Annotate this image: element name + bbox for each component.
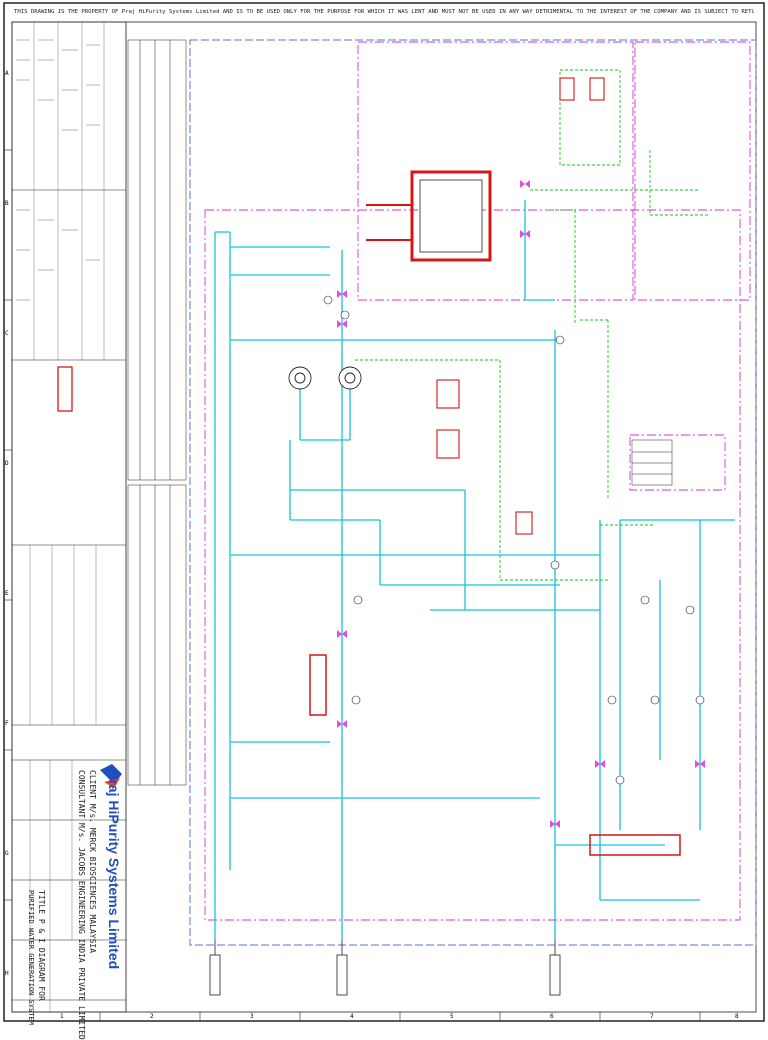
consultant-label: CONSULTANT [77,770,86,819]
system-boundaries [204,41,751,921]
drawing-frame [189,39,757,946]
border-number: 6 [550,1013,554,1020]
border-letter: B [5,200,9,207]
filter-housing-icon [436,77,605,535]
border-letter: G [5,850,9,857]
praj-logo-icon [100,764,122,788]
border-number: 3 [250,1013,254,1020]
notes-table [631,439,673,486]
client-name: M/s. MERCK BIOSCIENCES MALAYSIA [88,803,97,954]
title-text: P & I DIAGRAM FOR [37,918,46,1001]
title-line: TITLE P & I DIAGRAM FOR [37,890,46,1001]
instrument-signal-lines [355,69,710,581]
pump-icon [288,366,362,390]
instrument-bubble-icon [323,295,705,785]
property-notice-top: THIS DRAWING IS THE PROPERTY OF Praj HiP… [14,9,754,15]
border-number: 5 [450,1013,454,1020]
client-line: CLIENT M/s. MERCK BIOSCIENCES MALAYSIA [88,770,97,953]
process-water-lines [214,200,735,940]
border-number: 8 [735,1013,739,1020]
border-number: 2 [150,1013,154,1020]
title-block [11,21,127,1013]
border-letter: C [5,330,9,337]
company-name-text: Praj HiPurity Systems Limited [106,770,122,970]
consultant-name: M/s. JACOBS ENGINEERING INDIA PRIVATE LI… [77,823,86,1040]
heat-exchanger-icon [309,654,681,856]
revision-stamp [57,366,73,412]
consultant-line: CONSULTANT M/s. JACOBS ENGINEERING INDIA… [77,770,86,1040]
outlet-markers [209,940,561,996]
border-letter: F [5,720,9,727]
border-number: 7 [650,1013,654,1020]
legend-tables [127,39,187,786]
company-name: Praj HiPurity Systems Limited [105,770,124,969]
system-text: PURIFIED WATER GENERATION SYSTEM [27,890,35,1025]
grid-ticks [4,149,701,1021]
border-number: 4 [350,1013,354,1020]
outer-border [3,2,765,1022]
valve-icon [337,180,705,828]
client-label: CLIENT [88,770,97,799]
storage-tank-icon [366,170,492,262]
border-number: 1 [60,1013,64,1020]
border-letter: A [5,70,9,77]
system-line: PURIFIED WATER GENERATION SYSTEM [27,890,36,1025]
border-letter: H [5,970,9,977]
title-label: TITLE [37,890,46,915]
border-letter: E [5,590,9,597]
border-letter: D [5,460,9,467]
